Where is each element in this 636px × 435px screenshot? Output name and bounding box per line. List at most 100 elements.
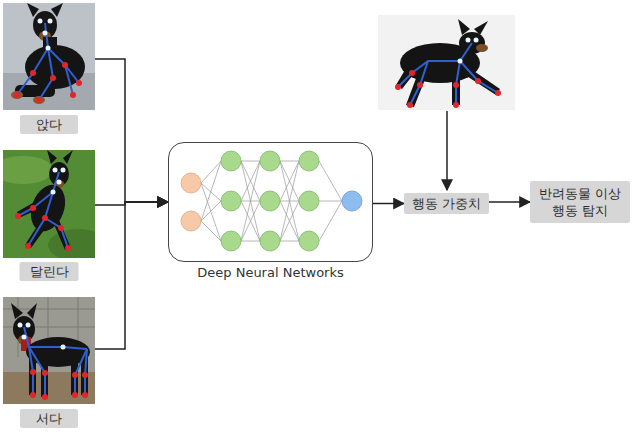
input-dog-photo-part-part: [495, 90, 501, 96]
sit-dog-photo: [3, 3, 95, 110]
run-dog-photo-part-part: [28, 172, 59, 246]
sit-dog-photo-part-part: [17, 48, 48, 95]
net-link: [241, 201, 260, 241]
input-dog-photo-part-part: [458, 59, 463, 64]
input-dog-photo-part-part: [395, 84, 401, 90]
input-dog-photo-part: [458, 38, 479, 64]
process-box: 행동 가중치: [404, 193, 489, 214]
input-dog-photo-part: [398, 43, 498, 105]
run-dog-photo-part-part: [65, 245, 71, 251]
connector-arrow: [489, 201, 530, 203]
stand-dog-photo-part: [27, 303, 37, 319]
sit-dog-photo-part-part: [70, 92, 76, 98]
run-dog-photo-part-part: [45, 218, 68, 248]
net-link: [241, 241, 260, 242]
run-dog-photo-part-part: [61, 168, 66, 173]
input-dog-photo-part: [476, 44, 488, 52]
net-link: [280, 201, 299, 241]
stand-dog-photo-part-part: [75, 349, 87, 395]
process-box: 반려동물 이상행동 탐지: [530, 181, 630, 223]
neural-net-graphic: [169, 143, 372, 261]
sit-dog-photo-part-part: [45, 23, 79, 83]
stand-dog-photo-part-part: [72, 392, 78, 398]
input-dog-photo-part-part: [417, 82, 423, 88]
stand-dog-photo-part-part: [42, 370, 48, 376]
input-dog-photo-part-part: [398, 43, 472, 87]
hidden-neuron: [221, 151, 241, 171]
run-dog-photo-part-part: [15, 213, 21, 219]
pose-card: 앉다: [3, 3, 95, 137]
sit-dog-photo-part-part: [46, 46, 51, 51]
net-link: [280, 161, 299, 241]
run-dog-photo-part-part: [57, 180, 62, 185]
pose-card: 서다: [3, 297, 95, 430]
output-neuron: [342, 191, 362, 211]
hidden-neuron: [299, 231, 319, 251]
input-neuron: [181, 173, 201, 193]
input-dog-photo-part-part: [474, 38, 479, 43]
hidden-neuron: [299, 191, 319, 211]
sit-dog-photo-part: [3, 3, 95, 110]
sit-dog-photo-part-part: [50, 75, 56, 81]
sit-dog-photo-part-part: [65, 65, 73, 95]
net-link: [241, 161, 260, 201]
network-title: Deep Neural Networks: [197, 265, 343, 280]
hidden-neuron: [260, 151, 280, 171]
stand-dog-photo-part-part: [24, 327, 87, 349]
sit-dog-photo-part-part: [30, 70, 36, 76]
run-dog-photo-part: [47, 150, 57, 164]
net-link: [319, 161, 342, 201]
input-dog-photo-part-part: [475, 78, 481, 84]
run-dog-photo-part: [48, 229, 95, 258]
net-link: [241, 161, 260, 241]
net-link: [280, 161, 299, 201]
run-dog-photo-part: [3, 156, 53, 184]
stand-dog-photo-part-part: [18, 323, 23, 328]
input-dog-photo: [378, 15, 515, 110]
stand-dog-photo-part-part: [30, 369, 36, 375]
input-dog-photo-part: [395, 70, 501, 108]
input-dog-photo-part-part: [453, 102, 459, 108]
pose-card: 달린다: [3, 150, 95, 283]
sit-dog-photo-part-part: [38, 19, 43, 24]
stand-dog-photo-part-part: [82, 392, 88, 398]
stand-dog-photo-part: [18, 323, 66, 350]
stand-dog-photo-part-part: [26, 323, 31, 328]
input-dog-photo-part: [396, 65, 416, 89]
stand-dog-photo-part: [3, 297, 95, 404]
stand-dog-photo-part: [3, 297, 95, 357]
input-dog-photo-part-part: [460, 61, 498, 93]
net-link: [201, 221, 221, 241]
net-link: [319, 201, 342, 241]
run-dog-photo-part-part: [42, 215, 48, 221]
connector-arrow: [373, 203, 404, 205]
box-text: 행동 가중치: [412, 195, 481, 212]
stand-dog-photo-part-part: [82, 372, 88, 378]
stand-dog-photo-part-part: [22, 335, 27, 340]
sit-dog-photo-part-part: [62, 62, 68, 68]
sit-dog-photo-part-part: [39, 48, 53, 100]
run-dog-photo-part: [51, 168, 66, 195]
run-dog-photo-part-part: [30, 205, 36, 211]
net-link: [280, 161, 299, 201]
run-dog-photo-part-part: [51, 190, 56, 195]
run-dog-photo-part-part: [18, 192, 53, 216]
sit-dog-photo-part: [17, 23, 79, 100]
run-dog-photo-part-part: [58, 225, 64, 231]
run-dog-photo-part-part: [53, 168, 58, 173]
input-neuron: [181, 211, 201, 231]
run-dog-photo-part-part: [25, 243, 31, 249]
hidden-neuron: [299, 151, 319, 171]
input-dog-photo-part-part: [466, 38, 471, 43]
net-link: [280, 161, 299, 162]
stand-dog-photo-part-part: [85, 349, 87, 395]
net-link: [201, 201, 221, 221]
sit-dog-photo-part-part: [36, 97, 42, 103]
net-link: [241, 161, 260, 201]
stand-dog-photo-part: [30, 369, 88, 400]
sit-dog-photo-part: [14, 62, 82, 103]
hidden-neuron: [260, 191, 280, 211]
stand-dog-photo: [3, 297, 95, 404]
stand-dog-photo-part: [24, 327, 87, 397]
hidden-neuron: [221, 191, 241, 211]
